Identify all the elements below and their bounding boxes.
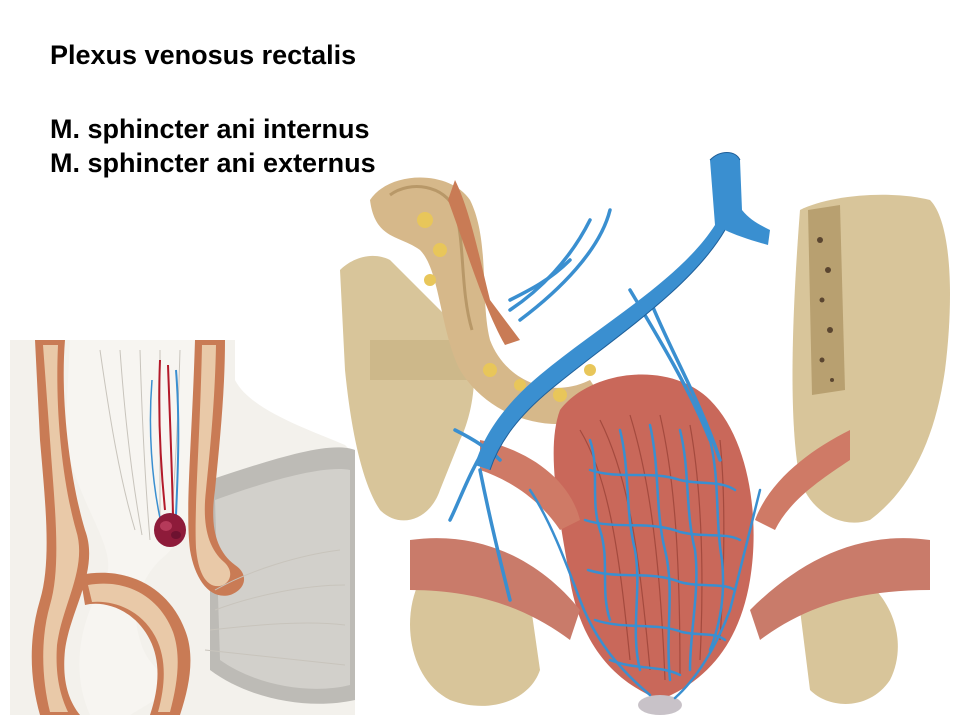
title-block: Plexus venosus rectalis M. sphincter ani…: [50, 38, 376, 180]
anal-canal-section-illustration: [10, 340, 355, 715]
pelvis-venous-plexus-illustration: [330, 140, 960, 720]
label-sphincter-externus: M. sphincter ani externus: [50, 148, 376, 178]
anal-canal-section-svg: [10, 340, 355, 715]
label-sphincter-internus: M. sphincter ani internus: [50, 114, 370, 144]
spacer: [50, 72, 376, 112]
label-plexus-venosus-rectalis: Plexus venosus rectalis: [50, 40, 357, 70]
pelvis-venous-plexus-svg: [340, 152, 950, 715]
